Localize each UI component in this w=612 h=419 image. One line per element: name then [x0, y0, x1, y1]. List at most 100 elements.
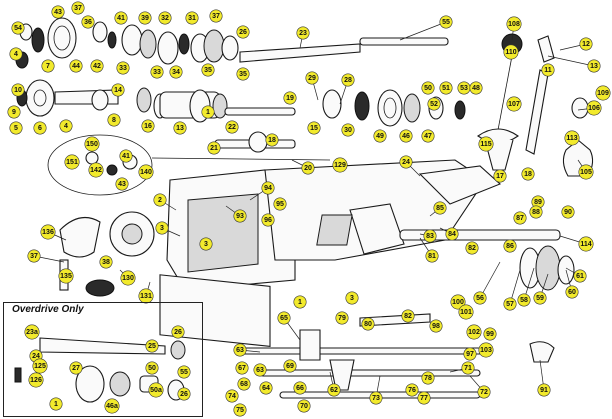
callout-leader-c55: [399, 21, 447, 41]
callout-marker-c80: [361, 317, 375, 331]
callout-marker-c82b: [401, 309, 415, 323]
callout-marker-c87: [513, 211, 527, 225]
callout-label-c50b: 50: [148, 365, 156, 372]
callout-label-c63b: 63: [256, 367, 264, 374]
callout-marker-c60: [565, 285, 579, 299]
callout-label-c43b: 43: [118, 181, 126, 188]
callout-marker-c25: [145, 339, 159, 353]
callout-label-c108: 108: [508, 21, 520, 28]
callout-label-c140: 140: [140, 169, 152, 176]
callout-marker-c67: [235, 361, 249, 375]
callout-label-c56: 56: [476, 295, 484, 302]
callout-label-c63: 63: [236, 347, 244, 354]
callout-marker-c7: [41, 59, 55, 73]
callout-label-c11: 11: [544, 67, 552, 74]
callout-marker-c50: [421, 81, 435, 95]
callout-label-c93: 93: [236, 213, 244, 220]
callout-label-c36: 36: [84, 19, 92, 26]
callout-marker-c96: [261, 213, 275, 227]
callout-label-c130: 130: [122, 275, 134, 282]
callout-label-c44: 44: [72, 63, 80, 70]
callout-label-c78: 78: [424, 375, 432, 382]
callout-label-c98: 98: [432, 323, 440, 330]
callout-label-c3a: 3: [160, 225, 164, 232]
callout-label-c46: 46: [402, 133, 410, 140]
callout-label-c67: 67: [238, 365, 246, 372]
callout-label-c22: 22: [228, 124, 236, 131]
callout-marker-c113: [564, 130, 580, 146]
callout-label-c39: 39: [141, 15, 149, 22]
callout-marker-c33: [150, 65, 164, 79]
callout-label-c70: 70: [300, 403, 308, 410]
callout-marker-c151: [64, 154, 80, 170]
callout-marker-c21: [207, 141, 221, 155]
callout-marker-c24: [399, 155, 413, 169]
callout-marker-c10: [11, 83, 25, 97]
callout-marker-c41: [114, 11, 128, 25]
callout-label-c21: 21: [210, 145, 218, 152]
callout-marker-c37a: [71, 1, 85, 15]
callout-marker-c70: [297, 399, 311, 413]
callout-marker-c39: [138, 11, 152, 25]
callout-label-c13b: 13: [176, 125, 184, 132]
callout-marker-c23: [296, 26, 310, 40]
callout-marker-c57: [503, 297, 517, 311]
callout-label-c24b: 24: [32, 353, 40, 360]
callout-marker-c8: [107, 113, 121, 127]
callout-marker-c81: [425, 249, 439, 263]
callout-marker-c85: [433, 201, 447, 215]
callout-label-c52: 52: [430, 101, 438, 108]
callout-marker-c13a: [587, 59, 601, 73]
callout-label-c9: 9: [12, 109, 16, 116]
callout-marker-c30: [341, 123, 355, 137]
callout-marker-c58: [517, 293, 531, 307]
callout-label-c150: 150: [86, 141, 98, 148]
callout-label-c110: 110: [505, 49, 516, 56]
callout-label-c99: 99: [486, 331, 494, 338]
callout-marker-c32: [158, 11, 172, 25]
callout-label-c88: 88: [532, 209, 540, 216]
callout-label-c74: 74: [228, 393, 236, 400]
callout-label-c53: 53: [460, 85, 468, 92]
callout-marker-c27: [69, 361, 83, 375]
callout-label-c33: 33: [153, 69, 161, 76]
callout-marker-c38: [99, 255, 113, 269]
callout-marker-c4b: [59, 119, 73, 133]
callout-marker-c16: [141, 119, 155, 133]
callout-marker-c110: [503, 44, 519, 60]
callout-marker-c3b: [199, 237, 213, 251]
callout-label-c69: 69: [286, 363, 294, 370]
callout-marker-c114: [578, 236, 594, 252]
callout-marker-c97: [463, 347, 477, 361]
callout-label-c19: 19: [286, 95, 294, 102]
callout-marker-c106: [586, 100, 602, 116]
callout-marker-c98: [429, 319, 443, 333]
callout-label-c34: 34: [172, 69, 180, 76]
callout-label-c6: 6: [38, 125, 42, 132]
callout-label-c16: 16: [144, 123, 152, 130]
callout-label-c33b: 33: [119, 65, 127, 72]
callout-marker-c51: [439, 81, 453, 95]
callout-label-c81: 81: [428, 253, 436, 260]
callout-label-c68: 68: [240, 381, 248, 388]
callout-marker-c150: [84, 136, 100, 152]
callout-marker-c9: [7, 105, 21, 119]
callout-label-c89: 89: [534, 199, 542, 206]
callout-label-c126: 126: [30, 377, 42, 384]
callout-label-c90: 90: [564, 209, 572, 216]
callout-label-c14: 14: [114, 87, 122, 94]
callout-marker-c4a: [9, 47, 23, 61]
callout-marker-c69: [283, 359, 297, 373]
callout-label-c105: 105: [580, 169, 592, 176]
callout-marker-c43b: [115, 177, 129, 191]
callout-label-c26a: 26: [239, 29, 247, 36]
callout-marker-c66: [293, 381, 307, 395]
callout-label-c35: 35: [239, 71, 247, 78]
callout-marker-c3a: [155, 221, 169, 235]
overdrive-inset-frame: [3, 302, 203, 417]
callout-label-c83: 83: [426, 233, 434, 240]
callout-marker-c75: [233, 403, 247, 417]
callout-marker-c6: [33, 121, 47, 135]
callout-marker-c23a: [24, 324, 40, 340]
callout-label-c10: 10: [14, 87, 22, 94]
